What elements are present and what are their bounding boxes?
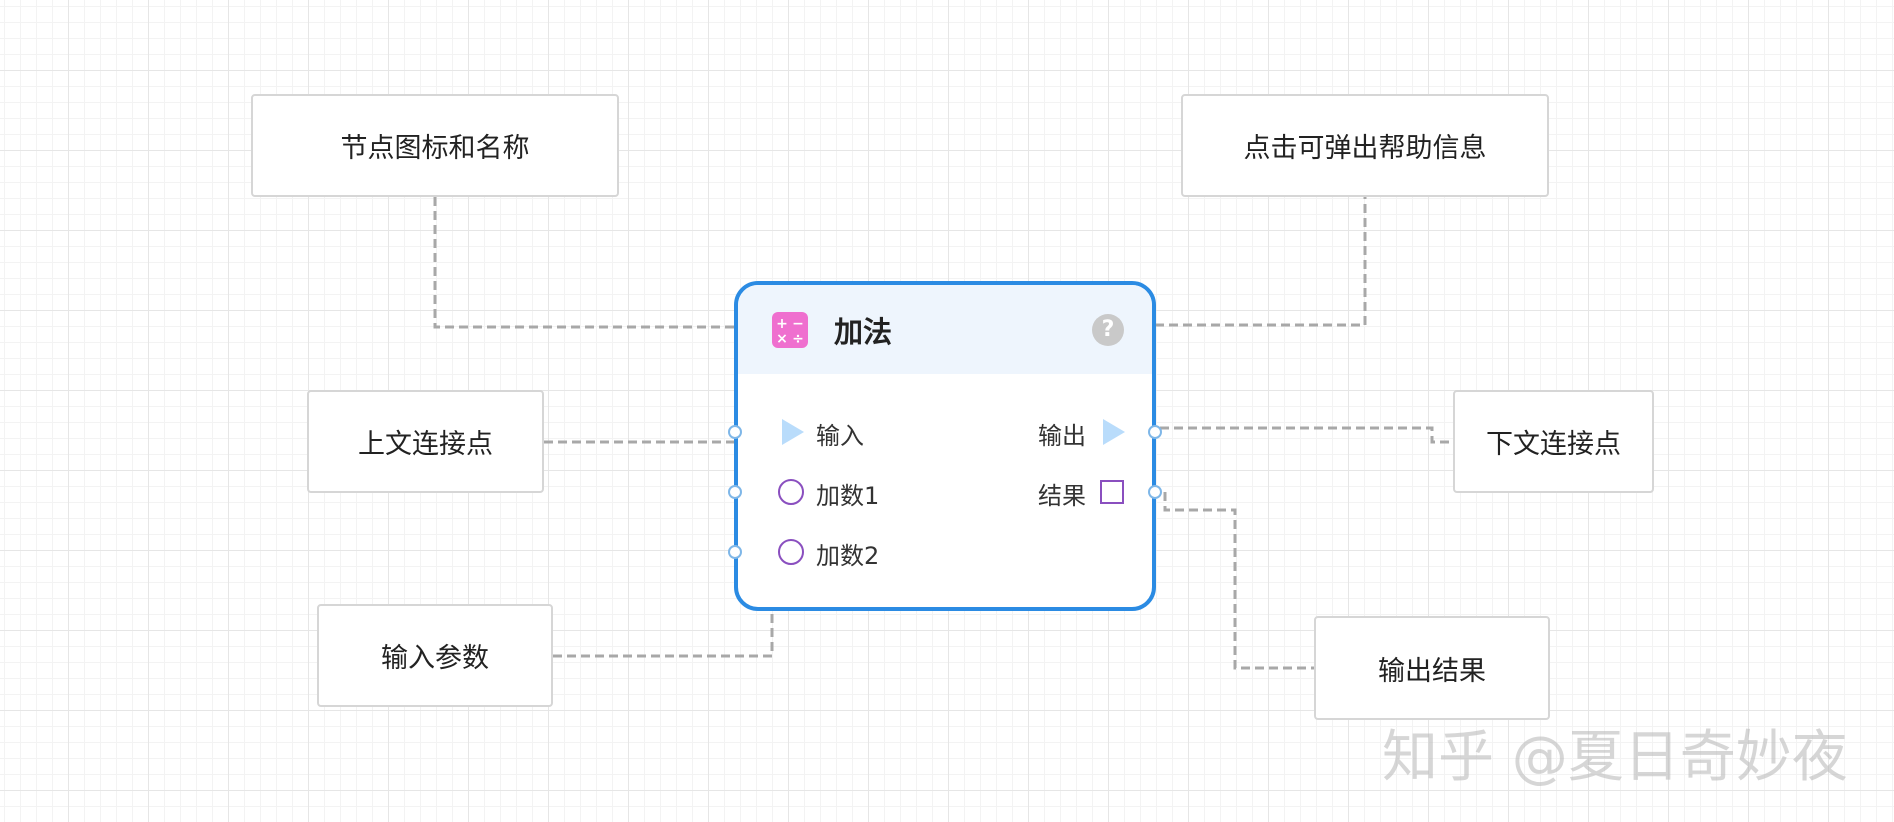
calculator-icon: + − × ÷ [772, 312, 808, 348]
plus-glyph: + [776, 316, 788, 332]
upstream-anchor[interactable] [728, 425, 742, 439]
addition-node[interactable]: + − × ÷ 加法 ? 输入 加数1 加数2 输出 结果 [728, 281, 1162, 611]
connector-help [1127, 197, 1367, 327]
watermark: 知乎 @夏日奇妙夜 [1382, 725, 1848, 790]
help-glyph: ? [1101, 317, 1115, 342]
callout-label: 输入参数 [381, 643, 489, 674]
callout-downstream-anchor: 下文连接点 [1453, 390, 1654, 493]
output-anchor-result[interactable] [1148, 485, 1162, 499]
output-result-label: 结果 [1038, 482, 1086, 510]
connector-downstream [1160, 426, 1453, 444]
data-in-circle-icon [778, 539, 804, 565]
callout-label: 节点图标和名称 [340, 133, 530, 164]
question-mark-icon[interactable]: ? [1092, 314, 1124, 346]
data-in-circle-icon [778, 479, 804, 505]
times-glyph: × [776, 331, 788, 347]
callout-label: 上文连接点 [358, 429, 493, 460]
connector-node-name [433, 197, 762, 329]
output-flow-label: 输出 [1038, 422, 1086, 450]
downstream-anchor[interactable] [1148, 425, 1162, 439]
connector-output-result [1163, 492, 1314, 670]
node-title: 加法 [834, 315, 893, 349]
minus-glyph: − [792, 316, 804, 332]
callout-upstream-anchor: 上文连接点 [307, 390, 544, 493]
flow-out-arrow-icon [1103, 419, 1125, 445]
callout-node-icon-name: 节点图标和名称 [251, 94, 619, 197]
callout-label: 点击可弹出帮助信息 [1243, 133, 1487, 164]
input-anchor-addend2[interactable] [728, 545, 742, 559]
callout-label: 输出结果 [1378, 655, 1486, 687]
input-addend1-label: 加数1 [816, 482, 880, 510]
callout-output-result: 输出结果 [1314, 616, 1550, 720]
input-flow-label: 输入 [816, 422, 864, 450]
input-anchor-addend1[interactable] [728, 485, 742, 499]
callout-input-params: 输入参数 [317, 604, 553, 707]
callout-help-popup: 点击可弹出帮助信息 [1181, 94, 1549, 197]
input-addend2-label: 加数2 [816, 542, 880, 570]
flow-in-arrow-icon [782, 419, 804, 445]
data-out-square-icon [1100, 480, 1124, 504]
callout-label: 下文连接点 [1486, 429, 1621, 460]
divide-glyph: ÷ [792, 331, 804, 347]
node-header[interactable]: + − × ÷ 加法 ? [738, 285, 1152, 374]
